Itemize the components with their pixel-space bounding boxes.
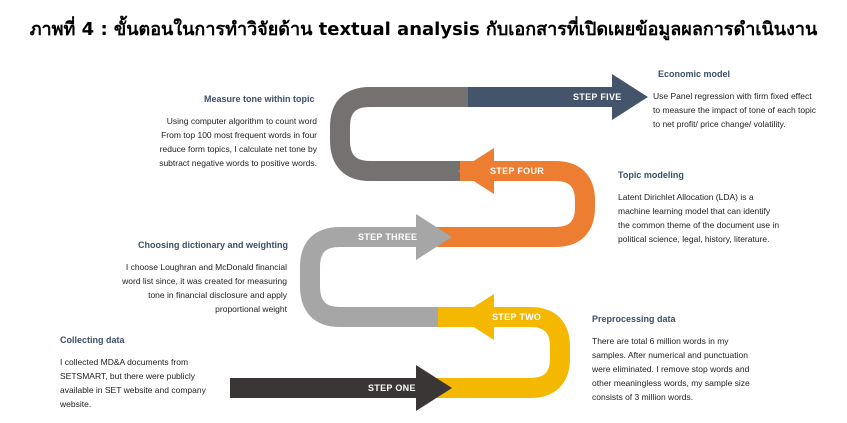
text-line: word list since, it was created for meas… <box>122 276 287 286</box>
text-line: to measure the impact of tone of each to… <box>653 105 817 115</box>
collecting-data-text: I collected MD&A documents from SETSMART… <box>60 355 235 411</box>
step-four-arrowhead <box>458 148 494 194</box>
step-five-arrowhead <box>612 74 648 120</box>
topic-modeling-text: Latent Dirichlet Allocation (LDA) is a m… <box>618 190 798 246</box>
measure-tone-heading: Measure tone within topic <box>204 94 315 104</box>
dictionary-heading: Choosing dictionary and weighting <box>138 240 288 250</box>
text-line: Using computer algorithm to count word <box>166 116 317 126</box>
measure-tone-text: Using computer algorithm to count word F… <box>130 114 317 170</box>
text-line: I choose Loughran and McDonald financial <box>125 262 287 272</box>
loop-measure-tone <box>330 87 480 181</box>
topic-modeling-heading: Topic modeling <box>618 170 684 180</box>
economic-model-block: Economic model Use Panel regression with… <box>653 69 838 131</box>
step-four-label: STEP FOUR <box>490 166 544 176</box>
page-title: ภาพที่ 4 : ขั้นตอนในการทำวิจัยด้าน textu… <box>29 19 818 40</box>
text-line: tone in financial disclosure and apply <box>148 290 287 300</box>
measure-tone-block: Measure tone within topic Using computer… <box>130 94 317 170</box>
text-line: I collected MD&A documents from <box>60 357 189 367</box>
preprocessing-data-block: Preprocessing data There are total 6 mil… <box>592 314 777 404</box>
text-line: the common theme of the document use in <box>618 220 780 230</box>
collecting-data-block: Collecting data I collected MD&A documen… <box>60 335 235 411</box>
preprocessing-data-text: There are total 6 million words in my sa… <box>592 334 777 404</box>
text-line: website. <box>60 399 92 409</box>
preprocessing-data-heading: Preprocessing data <box>592 314 676 324</box>
topic-modeling-block: Topic modeling Latent Dirichlet Allocati… <box>618 170 798 246</box>
text-line: Latent Dirichlet Allocation (LDA) is a <box>618 192 754 202</box>
text-line: SETSMART, but there were publicly <box>60 371 195 381</box>
text-line: From top 100 most frequent words in four <box>161 130 317 140</box>
loop-topic-modeling <box>435 161 595 247</box>
step-one-label: STEP ONE <box>368 383 416 393</box>
step-three-arrowhead <box>416 214 452 260</box>
economic-model-text: Use Panel regression with firm fixed eff… <box>653 89 838 131</box>
collecting-data-heading: Collecting data <box>60 335 125 345</box>
step-five-label: STEP FIVE <box>573 92 622 102</box>
dictionary-text: I choose Loughran and McDonald financial… <box>95 260 287 316</box>
text-line: samples. After numerical and punctuation <box>592 350 748 360</box>
step-two-arrowhead <box>458 294 494 340</box>
text-line: machine learning model that can identify <box>618 206 771 216</box>
step-one-arrowhead <box>416 365 452 411</box>
text-line: were eliminated. I remove stop words and <box>592 364 750 374</box>
text-line: available in SET website and company <box>60 385 206 395</box>
economic-model-heading: Economic model <box>658 69 731 79</box>
text-line: subtract negative words to positive word… <box>159 158 317 168</box>
loop-preprocessing <box>430 307 570 398</box>
text-line: Use Panel regression with firm fixed eff… <box>653 91 812 101</box>
text-line: reduce form topics, I calculate net tone… <box>159 144 317 154</box>
text-line: proportional weight <box>215 304 287 314</box>
text-line: political science, legal, history, liter… <box>618 234 770 244</box>
text-line: other meaningless words, my sample size <box>592 378 750 388</box>
text-line: to net profit/ price change/ volatility. <box>653 119 786 129</box>
text-line: consists of 3 million words. <box>592 392 694 402</box>
step-three-label: STEP THREE <box>358 232 417 242</box>
step-two-label: STEP TWO <box>492 312 541 322</box>
dictionary-block: Choosing dictionary and weighting I choo… <box>95 240 288 316</box>
text-line: There are total 6 million words in my <box>592 336 729 346</box>
loop-dictionary <box>300 227 460 327</box>
